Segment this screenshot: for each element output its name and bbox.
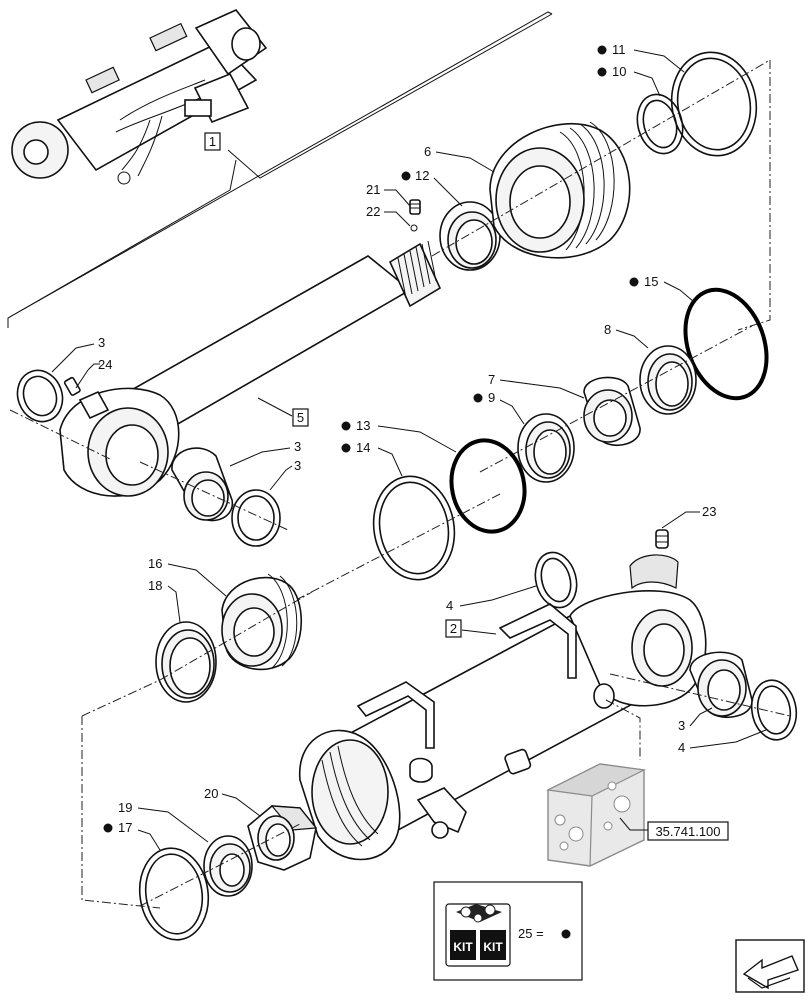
bullet-14 (341, 443, 351, 453)
ball-22 (410, 224, 418, 232)
bullet-10 (597, 67, 607, 77)
oring-13 (449, 438, 527, 534)
piston-6 (489, 121, 631, 259)
kit-bullet (561, 929, 571, 939)
label-4-right: 4 (678, 740, 685, 755)
valve-block (545, 763, 647, 867)
label-13: 13 (356, 418, 370, 433)
bullet-12 (401, 171, 411, 181)
bullet-17 (103, 823, 113, 833)
label-7: 7 (488, 372, 495, 387)
grease-nipple-24 (63, 376, 81, 396)
label-23: 23 (702, 504, 716, 519)
ring-4-upper (534, 551, 578, 609)
label-21: 21 (366, 182, 380, 197)
label-22: 22 (366, 204, 380, 219)
label-18: 18 (148, 578, 162, 593)
ring-3-lower (231, 489, 281, 547)
fitting-21 (409, 199, 421, 215)
label-17: 17 (118, 820, 132, 835)
cylinder-barrel (299, 554, 707, 861)
label-9: 9 (488, 390, 495, 405)
ring-18 (155, 621, 217, 703)
label-15: 15 (644, 274, 658, 289)
leader-line-overview (7, 11, 553, 328)
label-3-right: 3 (678, 718, 685, 733)
nut-20 (247, 805, 318, 871)
bushing-7 (583, 376, 641, 446)
label-2: 2 (450, 621, 457, 636)
ring-4-right (750, 679, 798, 741)
bullet-11 (597, 45, 607, 55)
ring-11 (670, 51, 758, 157)
label-12: 12 (415, 168, 429, 183)
reference-number: 35.741.100 (655, 824, 720, 839)
bushing-3-right (689, 651, 753, 718)
label-box-2: 2 (445, 619, 462, 638)
bushing-3 (171, 447, 233, 522)
label-box-5: 5 (292, 408, 309, 427)
label-1: 1 (209, 134, 216, 149)
ring-3-left (16, 369, 64, 423)
ring-17 (138, 847, 210, 941)
reference-box: 35.741.100 (647, 821, 729, 841)
label-4-upper: 4 (446, 598, 453, 613)
ring-8 (639, 345, 697, 415)
label-3-mid: 3 (294, 439, 301, 454)
label-6: 6 (424, 144, 431, 159)
piston-rod (59, 240, 442, 497)
label-16: 16 (148, 556, 162, 571)
oring-15 (683, 287, 769, 401)
bullet-15 (629, 277, 639, 287)
label-19: 19 (118, 800, 132, 815)
label-20: 20 (204, 786, 218, 801)
washer-19 (203, 835, 253, 897)
label-5: 5 (297, 410, 304, 425)
label-3-low: 3 (294, 458, 301, 473)
ring-9 (517, 413, 575, 483)
back-arrow-icon[interactable] (735, 939, 805, 993)
label-11: 11 (612, 42, 626, 57)
kit-legend-text: 25 = (518, 926, 544, 941)
overview-cylinder (11, 9, 268, 185)
bullet-13 (341, 421, 351, 431)
label-24: 24 (98, 357, 112, 372)
grease-nipple-23 (655, 529, 669, 549)
ring-12 (439, 201, 501, 271)
label-8: 8 (604, 322, 611, 337)
kit-word-1: KIT (453, 940, 473, 954)
label-3-top: 3 (98, 335, 105, 350)
seal-16 (221, 573, 303, 671)
bullet-9 (473, 393, 483, 403)
kit-word-2: KIT (483, 940, 503, 954)
label-box-1: 1 (204, 132, 221, 151)
label-10: 10 (612, 64, 626, 79)
label-14: 14 (356, 440, 370, 455)
kit-legend: KIT KIT 25 = (433, 881, 583, 981)
ring-14 (372, 475, 456, 581)
